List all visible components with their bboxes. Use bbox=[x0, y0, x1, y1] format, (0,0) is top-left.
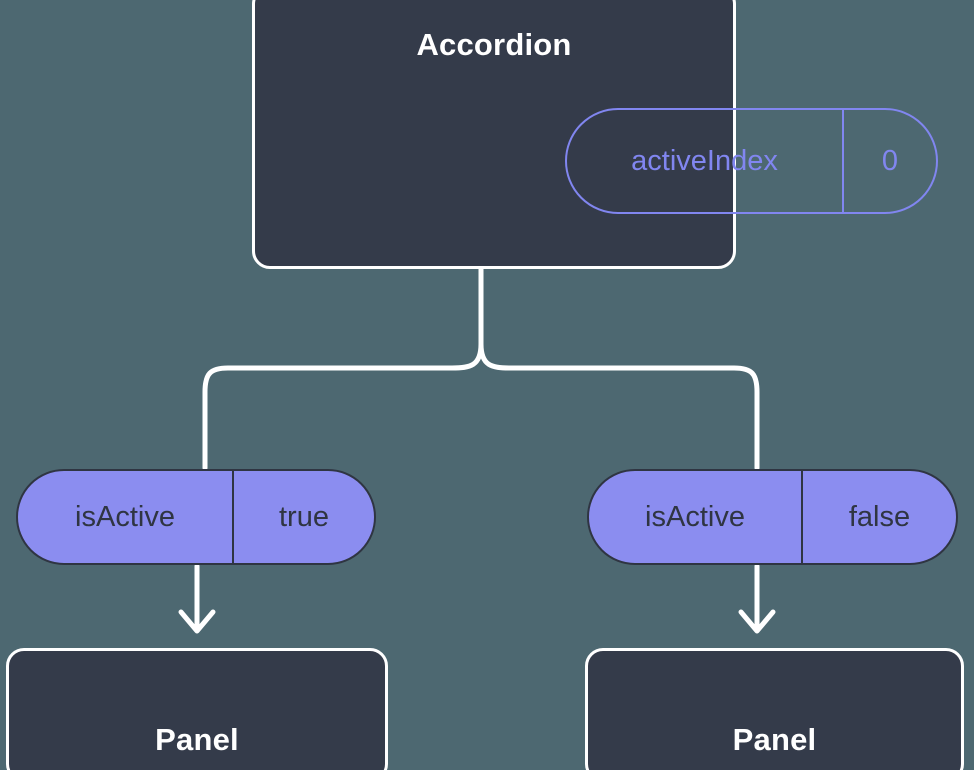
wire-fork-left bbox=[202, 341, 484, 471]
panel-node-right[interactable]: Panel bbox=[585, 648, 964, 770]
state-pill-active-index[interactable]: activeIndex 0 bbox=[565, 108, 938, 214]
prop-pill-key: isActive bbox=[589, 471, 803, 563]
prop-pill-key: isActive bbox=[18, 471, 234, 563]
state-pill-value: 0 bbox=[881, 144, 899, 177]
panel-title: Panel bbox=[155, 721, 239, 757]
panel-title: Panel bbox=[732, 721, 817, 757]
accordion-component-node[interactable]: Accordion activeIndex 0 bbox=[252, 0, 938, 269]
state-pill-key: activeIndex bbox=[567, 110, 844, 212]
panel-node-left[interactable]: Panel bbox=[6, 648, 388, 770]
prop-pill-is-active-false[interactable]: isActive false bbox=[587, 469, 958, 565]
wire-fork-right bbox=[478, 341, 760, 471]
prop-pill-value: false bbox=[848, 500, 911, 533]
arrowhead-right-panel bbox=[738, 609, 776, 634]
accordion-title: Accordion bbox=[416, 27, 572, 62]
arrowhead-left-panel bbox=[178, 609, 216, 634]
prop-pill-is-active-true[interactable]: isActive true bbox=[16, 469, 376, 565]
prop-pill-value: true bbox=[279, 500, 329, 533]
